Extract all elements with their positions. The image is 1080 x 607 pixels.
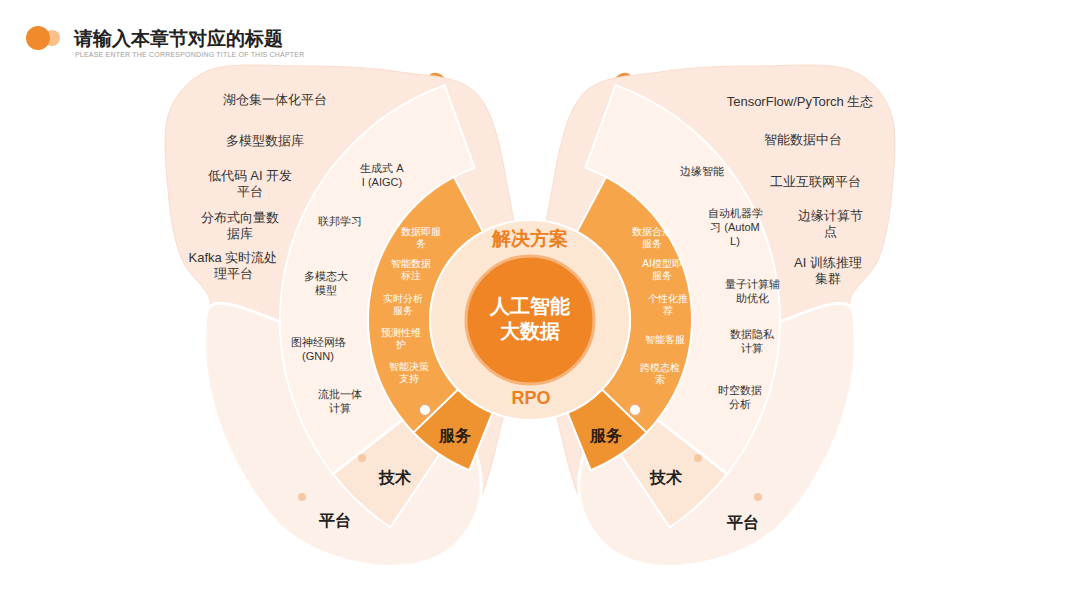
title-icon	[26, 26, 60, 50]
section-label: 平台	[718, 513, 768, 533]
wing-dot	[298, 493, 306, 501]
item-text: 低代码 AI 开发平台	[202, 168, 298, 201]
item-text: AI模型即服务	[638, 258, 686, 283]
section-label: 解决方案	[475, 227, 585, 251]
item-text: 智能数据中台	[748, 132, 858, 148]
section-label: 技术	[641, 468, 691, 488]
wing-dot	[419, 404, 431, 416]
item-text: AI 训练推理集群	[788, 255, 868, 288]
item-text: 个性化推荐	[648, 293, 688, 318]
item-text: 多模态大模型	[301, 270, 351, 298]
item-text: 联邦学习	[312, 215, 368, 229]
section-label: RPO	[491, 387, 571, 410]
item-text: TensorFlow/PyTorch 生态	[725, 94, 875, 110]
wing-dot	[358, 454, 366, 462]
chapter-subtitle: PLEASE ENTER THE CORRESPONDING TITLE OF …	[75, 51, 304, 58]
section-label: 服务	[584, 426, 628, 446]
center-circle: 解决方案人工智能 大数据 RPO	[425, 215, 635, 425]
section-label: 服务	[433, 426, 477, 446]
item-text: 量子计算辅助优化	[724, 278, 780, 306]
item-text: 自动机器学习 (AutoML)	[706, 207, 764, 248]
item-text: 智能数据标注	[391, 258, 431, 283]
item-text: 数据隐私计算	[729, 328, 775, 356]
section-label: 技术	[370, 468, 420, 488]
wing-dot	[694, 454, 702, 462]
item-text: 流批一体计算	[315, 388, 365, 416]
item-text: 图神经网络 (GNN)	[290, 336, 346, 364]
item-text: 湖仓集一体化平台	[219, 92, 331, 108]
item-text: 时空数据分析	[717, 384, 763, 412]
item-text: 跨模态检索	[640, 362, 680, 387]
item-text: 生成式 AI (AIGC)	[359, 162, 405, 190]
item-text: 数据合规服务	[632, 226, 672, 251]
item-text: 边缘计算节点	[794, 208, 866, 241]
item-text: 预测性维护	[381, 327, 421, 352]
chapter-title: 请输入本章节对应的标题	[74, 26, 283, 52]
item-text: 数据即服务	[401, 226, 441, 251]
item-text: 多模型数据库	[215, 133, 315, 149]
section-label: 平台	[310, 511, 360, 531]
band-shape	[430, 220, 630, 420]
band-separator	[333, 420, 402, 474]
item-text: 智能决策支持	[387, 361, 431, 386]
item-text: Kafka 实时流处理平台	[188, 250, 278, 283]
wing-dot	[629, 404, 641, 416]
item-text: 实时分析服务	[383, 293, 423, 318]
item-text: 边缘智能	[680, 165, 724, 179]
band-shape	[466, 256, 594, 384]
item-text: 智能客服	[643, 334, 687, 347]
section-label: 人工智能 大数据	[482, 294, 578, 344]
item-text: 分布式向量数据库	[195, 210, 285, 243]
wing-dot	[754, 493, 762, 501]
item-text: 工业互联网平台	[765, 174, 865, 190]
band-separator	[658, 420, 727, 474]
